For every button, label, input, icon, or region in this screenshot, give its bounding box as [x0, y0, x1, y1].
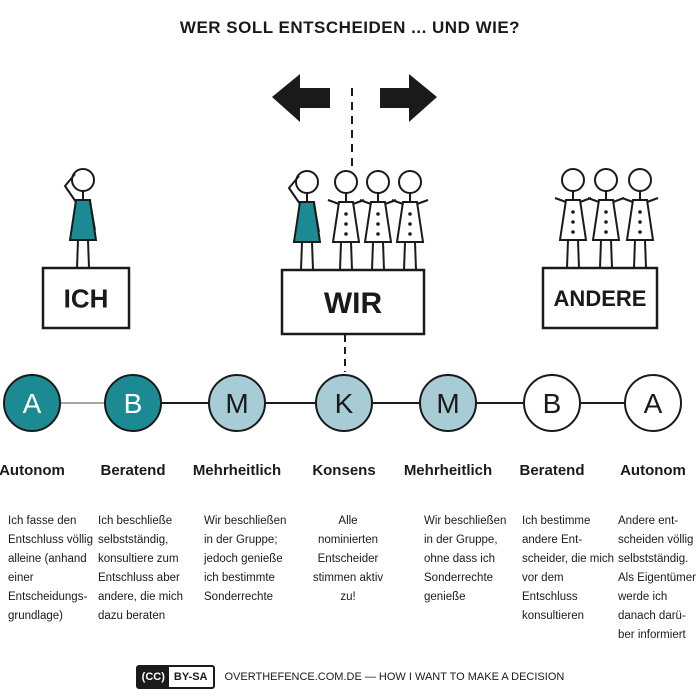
circle-letter: B: [124, 388, 143, 419]
box-label: ICH: [64, 283, 109, 313]
person-wir-1: [287, 170, 322, 271]
column-label-4: Konsens: [312, 462, 376, 479]
column-description-3: Wir beschließen in der Gruppe; jedoch ge…: [204, 515, 287, 603]
circle-letter: A: [644, 388, 663, 419]
left-arrow-icon: [272, 74, 330, 122]
box-ich: ICH: [41, 266, 131, 330]
column-label-5: Mehrheitlich: [403, 462, 493, 479]
circle-a-1: A: [3, 374, 61, 432]
circle-b-6: B: [523, 374, 581, 432]
column-description-2: Ich beschließe selbstständig, konsultier…: [98, 515, 184, 622]
cc-badge-by: BY-SA: [173, 671, 208, 683]
circle-m-5: M: [419, 374, 477, 432]
column-label-7: Autonom: [620, 462, 686, 479]
person-ich: [63, 168, 98, 269]
column-label-6: Beratend: [519, 462, 585, 479]
circle-k-4: K: [315, 374, 373, 432]
column-description-5: Wir beschließen in der Gruppe, ohne dass…: [424, 515, 507, 603]
person-andere-1: [554, 168, 592, 269]
person-andere-2: [587, 168, 625, 269]
box-andere: ANDERE: [541, 266, 659, 330]
person-andere-3: [621, 168, 659, 269]
circle-letter: M: [436, 388, 459, 419]
box-label: WIR: [324, 287, 383, 320]
cc-license-badge[interactable]: (CC) BY-SA: [135, 665, 215, 689]
column-label-1: Autonom: [0, 462, 65, 479]
box-label: ANDERE: [554, 286, 647, 311]
box-wir: WIR: [280, 268, 426, 336]
circle-a-7: A: [624, 374, 682, 432]
circle-letter: A: [23, 388, 42, 419]
column-description-7: Andere ent-scheiden völlig selbstständig…: [618, 515, 696, 641]
person-wir-2: [327, 170, 365, 271]
circle-letter: K: [335, 388, 354, 419]
circle-m-3: M: [208, 374, 266, 432]
circle-letter: M: [225, 388, 248, 419]
person-wir-4: [391, 170, 429, 271]
column-description-1: Ich fasse den Entschluss völlig alleine …: [8, 515, 94, 622]
person-wir-3: [359, 170, 397, 271]
column-label-3: Mehrheitlich: [192, 462, 282, 479]
footer: (CC) BY-SA OVERTHEFENCE.COM.DE — HOW I W…: [0, 665, 700, 689]
right-arrow-icon: [380, 74, 437, 122]
column-label-2: Beratend: [100, 462, 166, 479]
cc-badge-cc: (CC): [137, 667, 169, 687]
column-description-6: Ich bestimme andere Ent-scheider, die mi…: [522, 515, 615, 622]
diagram-title: WER SOLL ENTSCHEIDEN ... UND WIE?: [179, 18, 521, 37]
circle-b-2: B: [104, 374, 162, 432]
circle-letter: B: [543, 388, 562, 419]
footer-text: OVERTHEFENCE.COM.DE — HOW I WANT TO MAKE…: [224, 671, 565, 683]
column-description-4: Alle nominierten Entscheider stimmen akt…: [312, 515, 384, 603]
